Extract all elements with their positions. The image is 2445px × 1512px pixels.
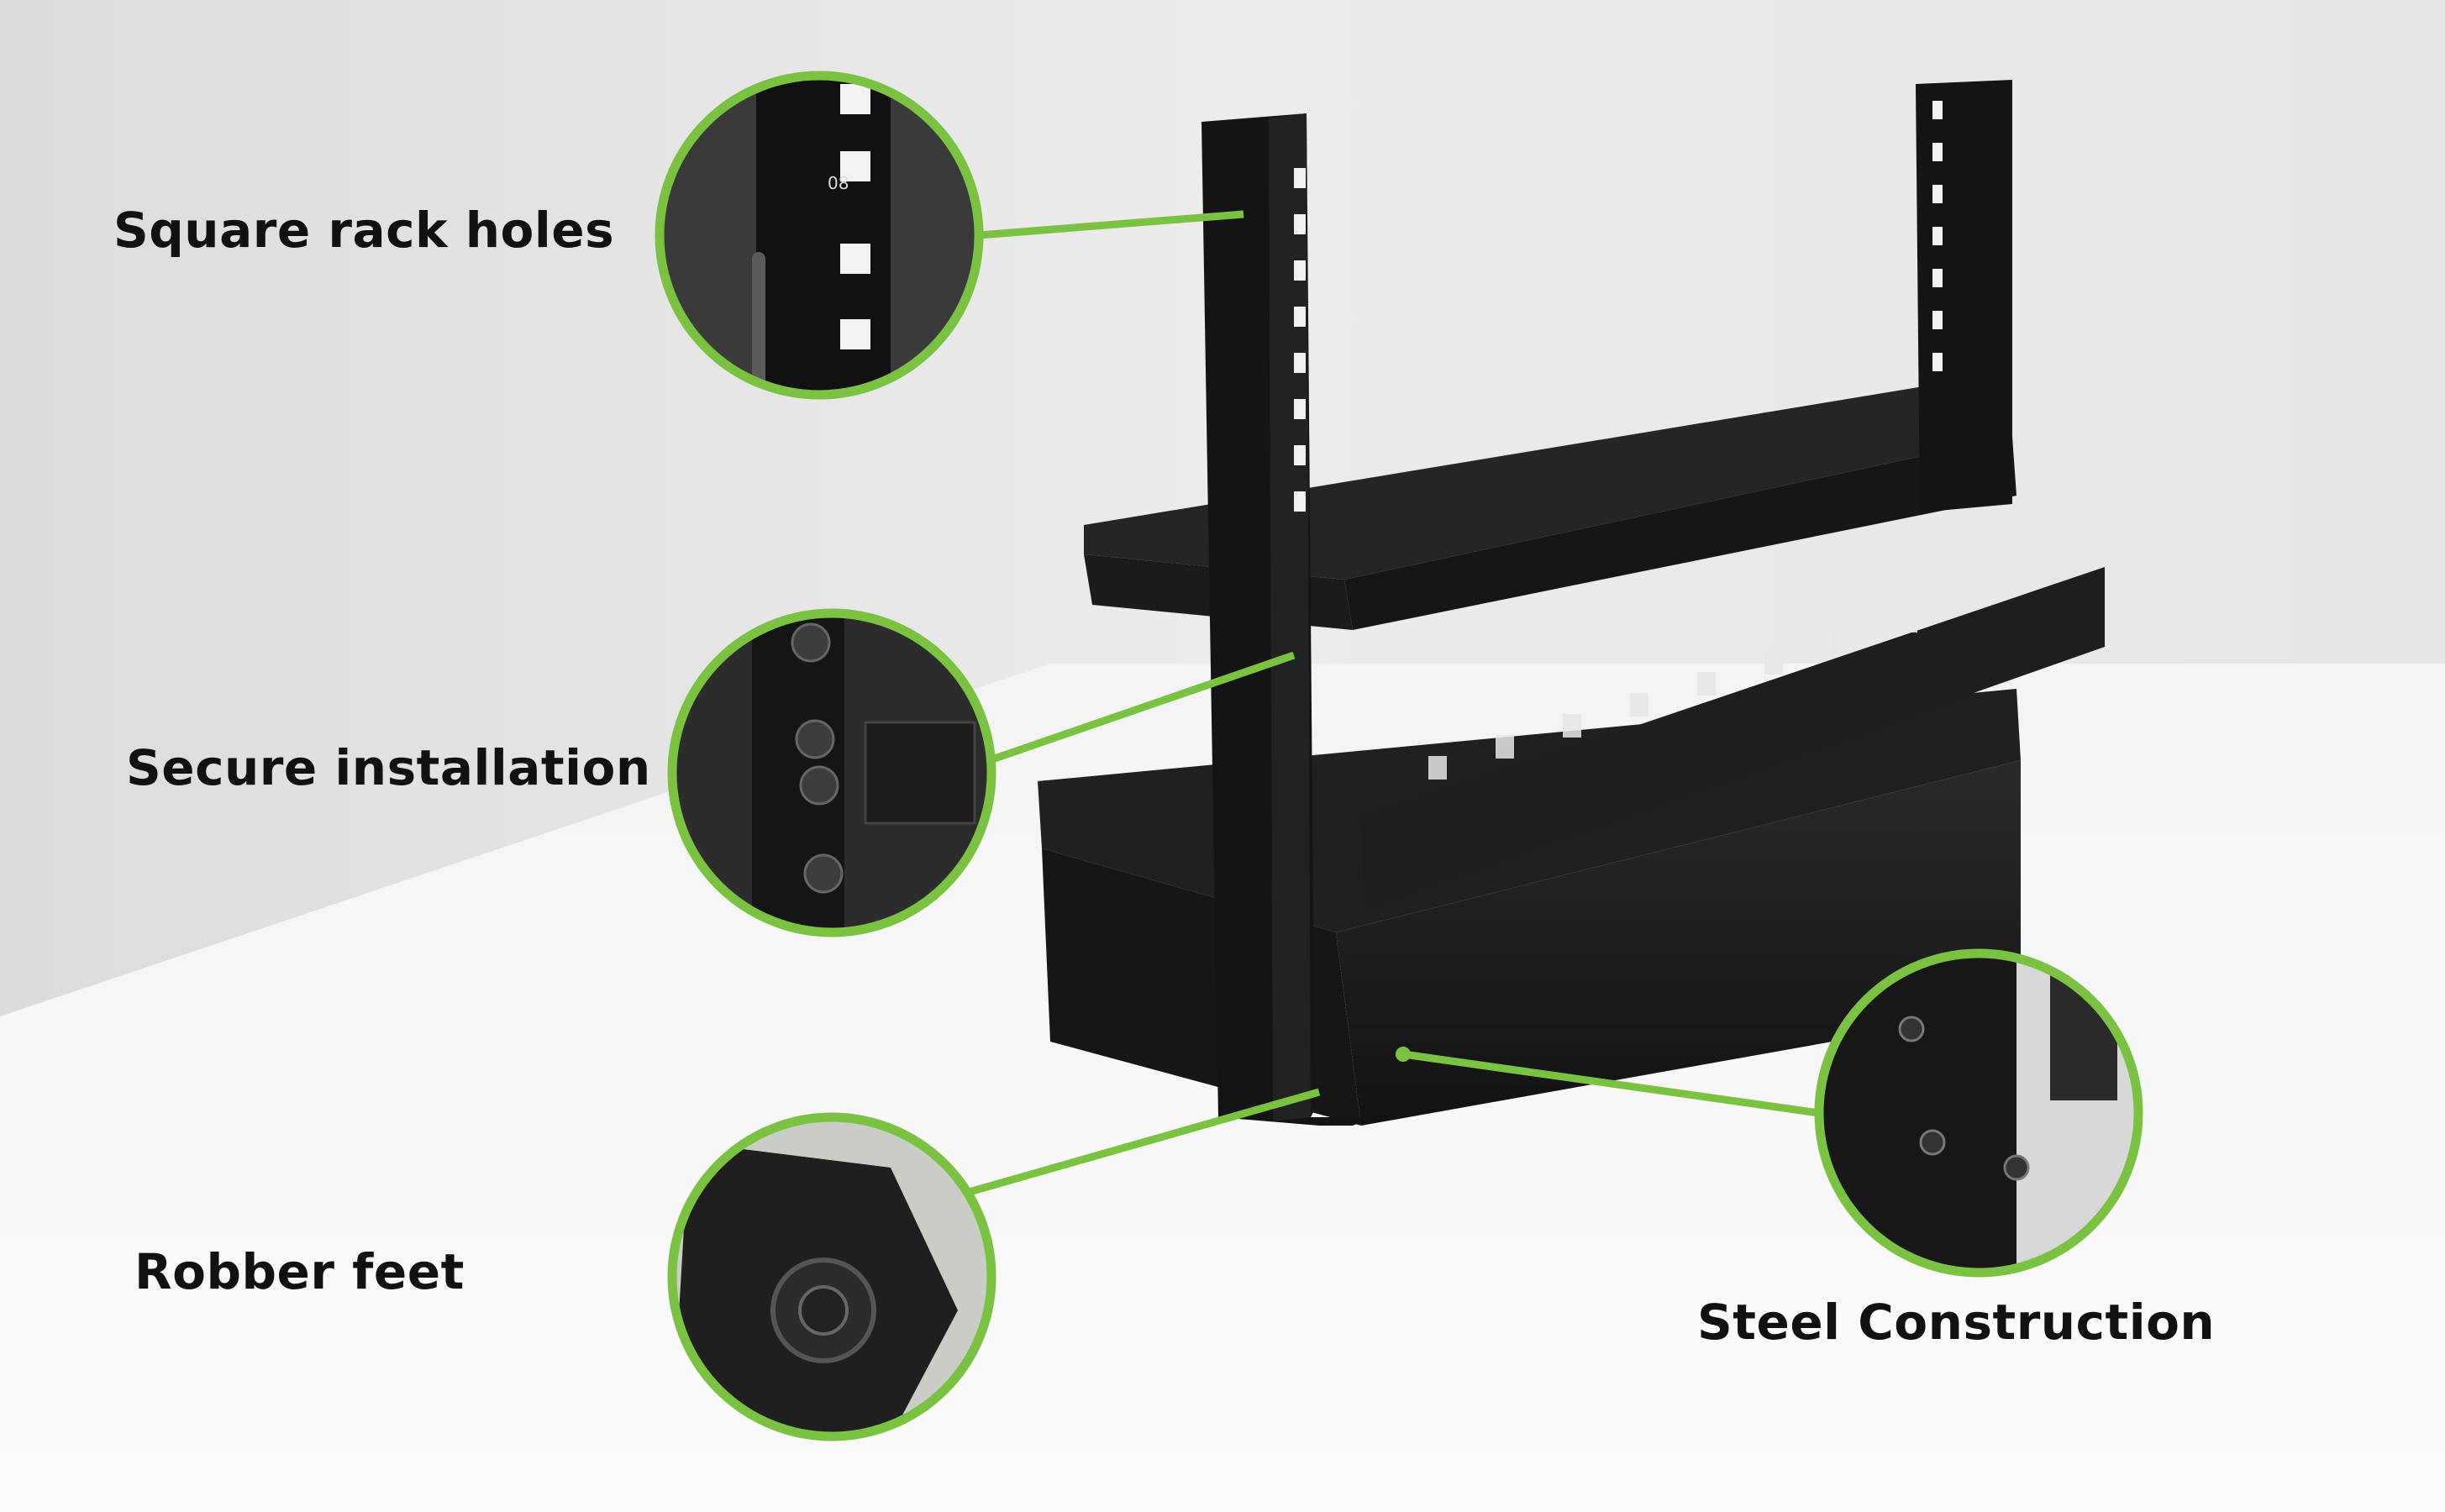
callout-robber-feet: Robber feet [134,1243,465,1300]
callout-steel-construction: Steel Construction [1697,1294,2216,1351]
rack-assembly [1038,80,2105,1126]
callout-square-rack-holes: Square rack holes [113,202,615,259]
svg-text:08: 08 [828,173,849,193]
callout-secure-installation: Secure installation [126,739,651,796]
zoom-robber-feet [667,1112,996,1441]
zoom-secure-installation [667,608,996,937]
zoom-square-rack-holes: 08 [655,71,984,400]
